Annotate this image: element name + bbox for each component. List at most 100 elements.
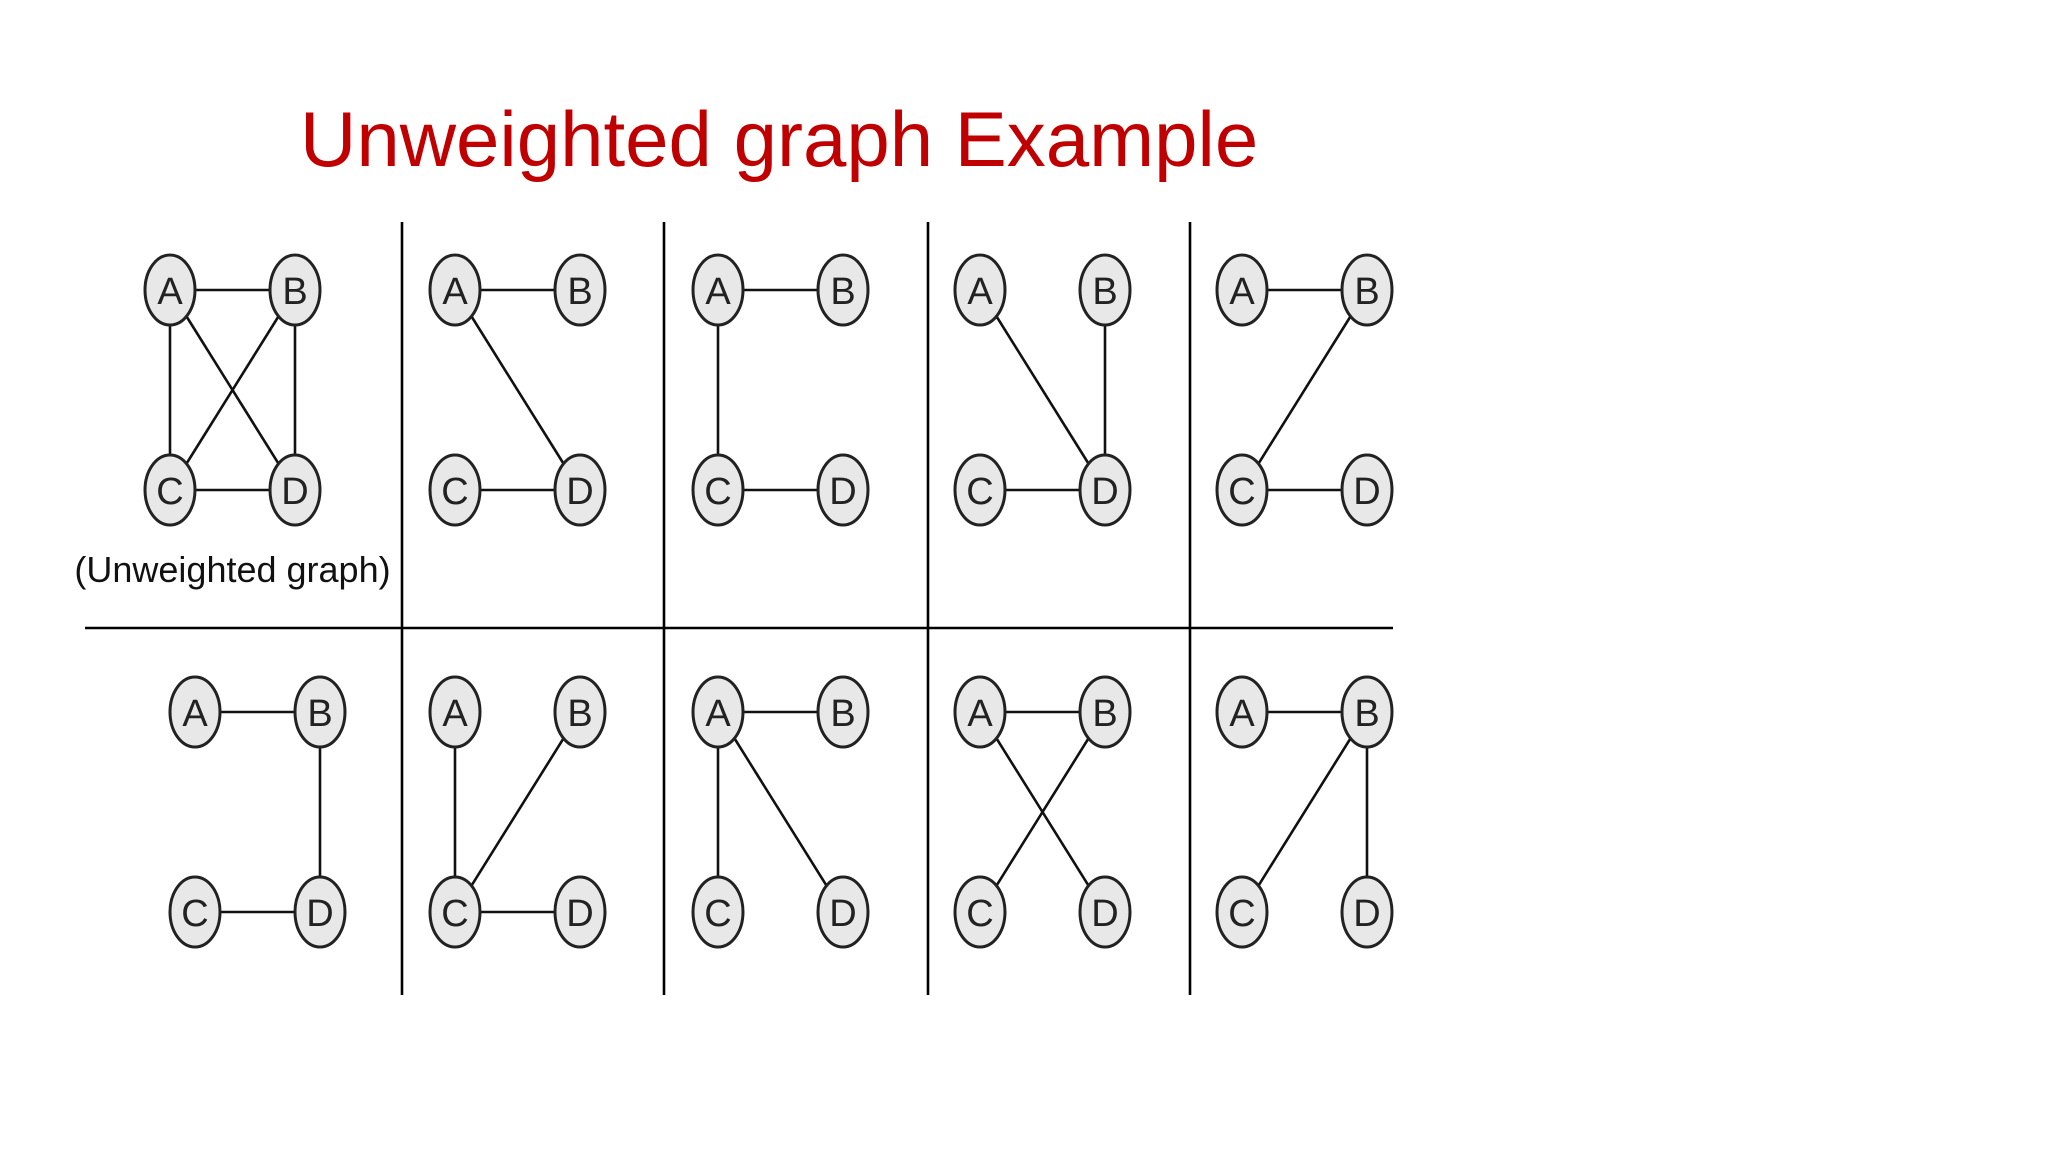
node-label: D [829,893,856,935]
edge-a-d [716,711,845,913]
node-a: A [143,253,197,327]
node-c: C [168,875,222,949]
node-label: A [442,271,468,313]
graph-panel-8: A B C D [691,675,870,949]
node-a: A [691,675,745,749]
graph-panel-3: A B C D [691,253,870,527]
node-c: C [1215,453,1269,527]
node-label: D [1353,471,1380,513]
node-d: D [293,875,347,949]
node-label: A [967,271,993,313]
node-label: A [705,271,731,313]
graph-panel-2: A B C D [428,253,607,527]
node-d: D [553,875,607,949]
node-a: A [168,675,222,749]
node-a: A [953,675,1007,749]
node-label: A [182,693,208,735]
graph-panel-4: A B C D [953,253,1132,527]
node-label: B [307,693,332,735]
graph-panel-1: A B C D (Unweighted graph) [74,253,391,590]
edge-b-c [978,711,1107,913]
node-d: D [1078,875,1132,949]
node-d: D [816,453,870,527]
node-b: B [1340,253,1394,327]
node-label: C [156,471,183,513]
node-label: C [181,893,208,935]
node-label: B [1092,693,1117,735]
node-d: D [816,875,870,949]
node-b: B [1078,675,1132,749]
node-label: A [442,693,468,735]
node-label: D [1091,471,1118,513]
node-label: B [282,271,307,313]
node-label: A [967,693,993,735]
node-d: D [1078,453,1132,527]
node-label: C [704,471,731,513]
node-c: C [428,453,482,527]
graph-panel-10: A B C D [1215,675,1394,949]
node-c: C [691,453,745,527]
node-label: B [1092,271,1117,313]
node-label: A [157,271,183,313]
slide-title: Unweighted graph Example [300,95,1259,183]
graph-panel-7: A B C D [428,675,607,949]
edge-b-c [168,289,297,491]
edge-a-d [978,289,1107,491]
node-label: B [567,271,592,313]
node-label: D [566,893,593,935]
node-label: D [281,471,308,513]
node-label: C [966,893,993,935]
node-label: C [704,893,731,935]
node-b: B [268,253,322,327]
edge-b-c [1240,289,1369,491]
graph-panel-9: A B C D [953,675,1132,949]
node-b: B [293,675,347,749]
node-c: C [953,453,1007,527]
node-b: B [1078,253,1132,327]
node-label: B [567,693,592,735]
node-label: B [1354,271,1379,313]
node-label: D [1353,893,1380,935]
node-c: C [953,875,1007,949]
graph-panel-6: A B C D [168,675,347,949]
node-label: A [1229,693,1255,735]
node-a: A [1215,253,1269,327]
node-label: B [830,693,855,735]
node-c: C [1215,875,1269,949]
node-label: C [966,471,993,513]
node-label: D [566,471,593,513]
edge-b-c [1240,711,1369,913]
node-c: C [691,875,745,949]
panel-grid [85,222,1393,995]
node-a: A [428,253,482,327]
edge-a-d [453,289,582,491]
graph-caption: (Unweighted graph) [74,549,390,590]
node-b: B [553,253,607,327]
node-d: D [1340,453,1394,527]
node-label: A [1229,271,1255,313]
node-a: A [1215,675,1269,749]
node-label: C [441,471,468,513]
node-c: C [143,453,197,527]
node-label: D [829,471,856,513]
node-label: B [1354,693,1379,735]
node-label: C [1228,471,1255,513]
node-d: D [268,453,322,527]
node-b: B [1340,675,1394,749]
node-label: D [1091,893,1118,935]
node-c: C [428,875,482,949]
node-a: A [691,253,745,327]
node-d: D [1340,875,1394,949]
node-label: C [441,893,468,935]
graph-panel-5: A B C D [1215,253,1394,527]
node-b: B [816,253,870,327]
node-label: D [306,893,333,935]
edge-b-c [453,711,582,913]
node-b: B [553,675,607,749]
node-a: A [953,253,1007,327]
node-b: B [816,675,870,749]
node-a: A [428,675,482,749]
node-label: A [705,693,731,735]
node-d: D [553,453,607,527]
